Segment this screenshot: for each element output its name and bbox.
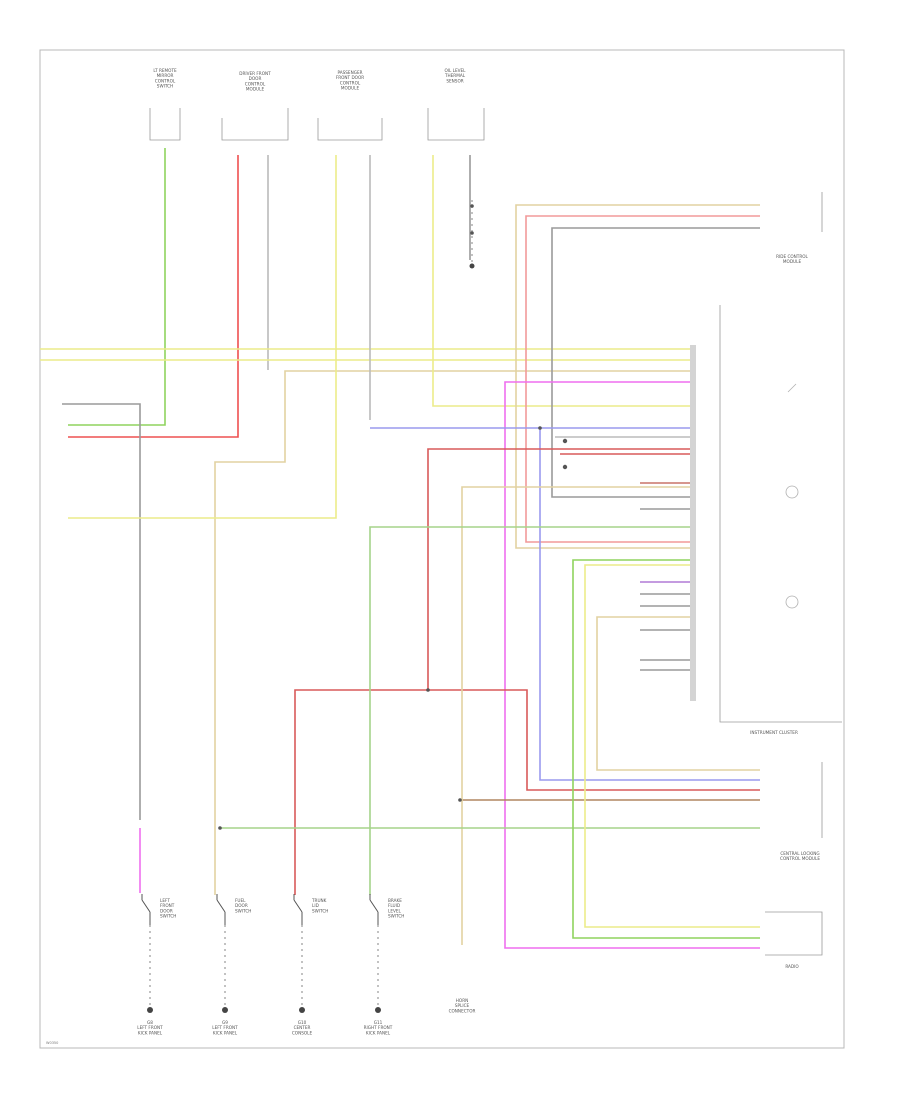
switch-trunk-lid-icon bbox=[293, 894, 303, 925]
wire-gray-5 bbox=[551, 227, 760, 498]
wire-green-4 bbox=[572, 559, 760, 939]
cluster-pins bbox=[690, 345, 696, 701]
switch-fuel-door-icon bbox=[216, 894, 226, 925]
wire-green-2 bbox=[369, 526, 690, 895]
wire-yellow-3 bbox=[68, 155, 337, 519]
component-label-c8: RADIO bbox=[785, 964, 799, 969]
wire-magenta-2 bbox=[504, 381, 760, 949]
wire-blue-2 bbox=[539, 428, 760, 781]
cluster-gauges bbox=[785, 383, 799, 609]
wire-red-1 bbox=[68, 155, 239, 438]
wires bbox=[40, 148, 760, 1005]
component-label-c6: INSTRUMENT CLUSTER bbox=[750, 730, 798, 735]
switch-left-door-icon bbox=[141, 894, 151, 925]
ground-symbols bbox=[147, 263, 475, 1013]
ground-g10-icon bbox=[299, 1007, 305, 1013]
wire-tan-1 bbox=[214, 370, 690, 895]
switch-symbols bbox=[141, 894, 379, 925]
wire-tan-4 bbox=[596, 616, 760, 771]
wire-yellow-5 bbox=[584, 564, 760, 928]
component-brackets bbox=[149, 108, 842, 956]
ground-g11-icon bbox=[375, 1007, 381, 1013]
wire-red-3 bbox=[428, 689, 760, 791]
ground-g9-icon bbox=[222, 1007, 228, 1013]
ground-g8-icon bbox=[147, 1007, 153, 1013]
figure-id: W0350 bbox=[46, 1041, 58, 1045]
washer-fluid-gauge-icon bbox=[785, 595, 799, 609]
wire-green-1 bbox=[68, 148, 166, 426]
wire-tan-3 bbox=[461, 486, 690, 945]
wire-gray-1 bbox=[62, 403, 141, 820]
wire-tan-2 bbox=[515, 204, 760, 549]
wire-pale-red-1 bbox=[525, 215, 760, 543]
diagram-frame bbox=[39, 49, 845, 1049]
speedometer-icon bbox=[787, 383, 797, 393]
switch-brake-fluid-icon bbox=[369, 894, 379, 925]
oil-level-gauge-icon bbox=[785, 485, 799, 499]
ground-oil-icon bbox=[469, 263, 475, 269]
wire-yellow-4 bbox=[432, 155, 690, 407]
splice-dots bbox=[218, 204, 568, 830]
